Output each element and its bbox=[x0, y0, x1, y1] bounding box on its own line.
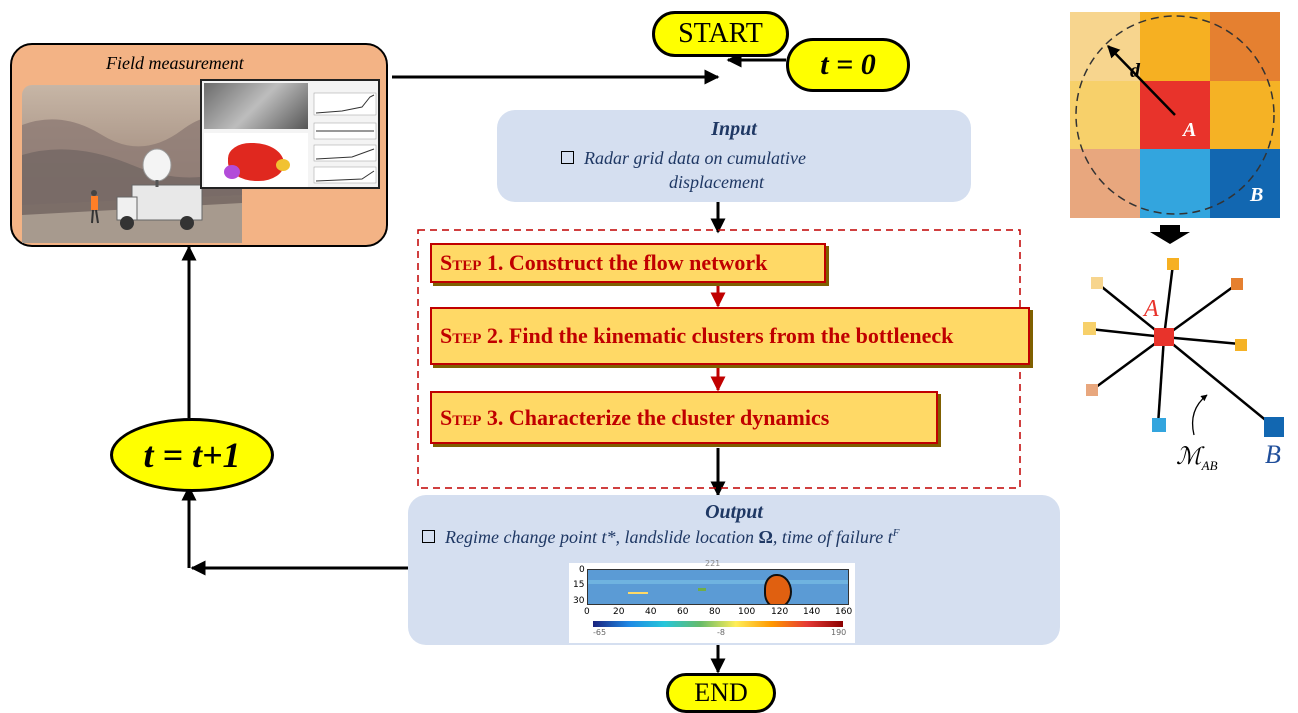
end-label: END bbox=[694, 678, 748, 707]
colorbar-min: -65 bbox=[593, 628, 607, 637]
step-1-prefix: Step 1. bbox=[440, 250, 504, 275]
step-3-prefix: Step 3. bbox=[440, 404, 504, 430]
checkbox-icon bbox=[422, 530, 435, 543]
node-sw bbox=[1086, 384, 1098, 396]
grid-overlay bbox=[1075, 15, 1275, 215]
node-e bbox=[1235, 339, 1247, 351]
t0-label: t = 0 bbox=[820, 48, 876, 81]
node-B bbox=[1264, 417, 1284, 437]
heatmap-xtick: 80 bbox=[709, 607, 721, 617]
output-item-a: Regime change point t* bbox=[445, 527, 616, 547]
grid-cell-B bbox=[1210, 149, 1280, 218]
tinc-node: t = t+1 bbox=[110, 418, 274, 492]
grid-cell bbox=[1070, 81, 1140, 149]
input-item: Radar grid data on cumulative bbox=[561, 148, 806, 169]
screen-heatmap bbox=[204, 133, 308, 187]
heatmap-xtick: 120 bbox=[771, 607, 789, 617]
heatmap-top-label: 221 bbox=[705, 559, 721, 568]
output-item-b: , landslide location bbox=[615, 527, 759, 547]
heatmap-xtick: 100 bbox=[738, 607, 756, 617]
heatmap-ytick-2: 30 bbox=[573, 596, 585, 606]
end-terminal: END bbox=[666, 673, 776, 713]
network-label-B: B bbox=[1265, 440, 1281, 469]
start-terminal: START bbox=[652, 11, 789, 57]
field-measurement-panel: Field measurement bbox=[10, 43, 388, 247]
step-3-box: Step 3. Characterize the cluster dynamic… bbox=[430, 391, 938, 444]
heatmap-ytick-1: 15 bbox=[573, 580, 585, 590]
network-label-M-sub: AB bbox=[1201, 457, 1218, 473]
radar-software-screen bbox=[200, 79, 380, 189]
grid-to-network-arrow bbox=[1150, 225, 1190, 244]
colorbar-max: 190 bbox=[831, 628, 847, 637]
flow-network-graph bbox=[1083, 258, 1284, 437]
network-label-M: ℳAB bbox=[1176, 442, 1218, 474]
heatmap-xtick: 0 bbox=[584, 607, 590, 617]
field-measurement-title: Field measurement bbox=[106, 53, 244, 73]
heatmap-xtick: 140 bbox=[803, 607, 821, 617]
input-line2: displacement bbox=[669, 172, 764, 192]
heatmap-ytick-0: 0 bbox=[579, 565, 585, 575]
output-heatmap-figure: 221 0 15 30 0 20 40 60 80 100 120 140 16… bbox=[569, 559, 855, 643]
grid-cell bbox=[1140, 149, 1210, 218]
step-3-text: Characterize the cluster dynamics bbox=[503, 404, 830, 430]
neighborhood-grid: d A B bbox=[1070, 12, 1280, 218]
grid-label-B: B bbox=[1250, 184, 1264, 206]
steps-dashed-frame bbox=[417, 229, 1021, 489]
t0-node: t = 0 bbox=[786, 38, 910, 92]
node-n bbox=[1167, 258, 1179, 270]
output-item-omega: Ω bbox=[758, 527, 773, 547]
output-item-t: t bbox=[887, 527, 893, 547]
input-panel: Input Radar grid data on cumulative disp… bbox=[497, 110, 971, 202]
output-item-c: , time of failure bbox=[772, 527, 888, 547]
grid-cell bbox=[1140, 12, 1210, 81]
step-2-box: Step 2. Find the kinematic clusters from… bbox=[430, 307, 1030, 365]
node-nw bbox=[1091, 277, 1103, 289]
heatmap-xtick: 20 bbox=[613, 607, 625, 617]
step-2-text: Find the kinematic clusters from the bot… bbox=[503, 323, 954, 348]
step-2-prefix: Step 2. bbox=[440, 323, 504, 348]
grid-cell bbox=[1210, 81, 1280, 149]
grid-cell bbox=[1210, 12, 1280, 81]
output-title: Output bbox=[705, 501, 763, 523]
heatmap-colorbar bbox=[593, 621, 843, 627]
start-label: START bbox=[678, 18, 763, 49]
heatmap-plot bbox=[587, 569, 849, 605]
node-w bbox=[1083, 322, 1096, 335]
grid-label-A: A bbox=[1183, 119, 1197, 141]
output-item-sup: F bbox=[892, 527, 900, 539]
tinc-label: t = t+1 bbox=[143, 435, 241, 475]
node-s bbox=[1152, 418, 1166, 432]
screen-radar-image bbox=[204, 83, 308, 129]
heatmap-xtick: 160 bbox=[835, 607, 853, 617]
field-photo bbox=[22, 85, 242, 243]
colorbar-mid: -8 bbox=[717, 628, 725, 637]
input-title: Input bbox=[711, 118, 757, 140]
node-ne bbox=[1231, 278, 1243, 290]
heatmap-xtick: 40 bbox=[645, 607, 657, 617]
heatmap-xtick: 60 bbox=[677, 607, 689, 617]
checkbox-icon bbox=[561, 151, 574, 164]
grid-cell bbox=[1070, 149, 1140, 218]
output-item: Regime change point t*, landslide locati… bbox=[422, 527, 899, 548]
network-label-A: A bbox=[1144, 296, 1159, 322]
step-1-box: Step 1. Construct the flow network bbox=[430, 243, 826, 283]
screen-line-plots bbox=[313, 92, 377, 184]
grid-cell bbox=[1070, 12, 1140, 81]
node-A bbox=[1154, 328, 1174, 346]
input-line1: Radar grid data on cumulative bbox=[584, 148, 806, 168]
edge-annotation-arrow bbox=[1191, 394, 1208, 436]
network-label-M-main: ℳ bbox=[1176, 444, 1202, 470]
grid-label-d: d bbox=[1130, 60, 1140, 82]
step-1-text: Construct the flow network bbox=[503, 250, 768, 275]
heatmap-xticks: 0 20 40 60 80 100 120 140 160 bbox=[584, 607, 853, 619]
output-panel: Output Regime change point t*, landslide… bbox=[408, 495, 1060, 645]
